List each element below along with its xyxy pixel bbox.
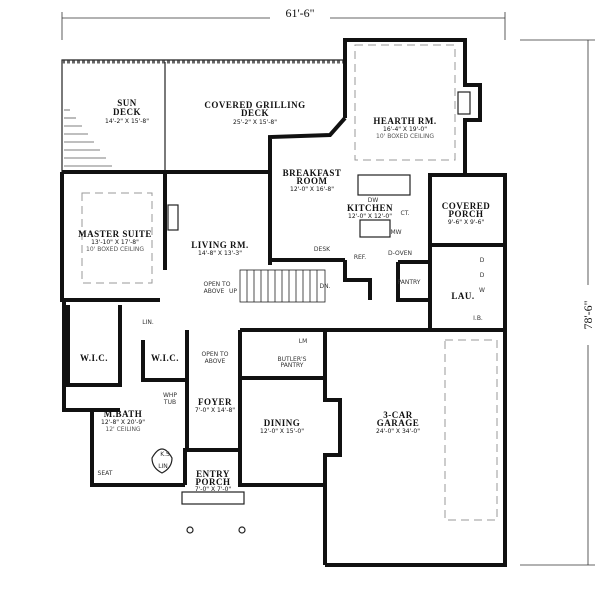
wic-2-name: W.I.C. <box>151 353 179 363</box>
fixture-labels: DESK REF. D-OVEN DW CT. MW OPEN TO ABOVE… <box>98 197 485 477</box>
open-above-2-label: OPEN TO <box>202 351 229 358</box>
ct-label: CT. <box>400 210 409 217</box>
column-icon-2 <box>238 526 246 534</box>
dryer-label-2: D <box>480 272 485 279</box>
sun-deck-name: SUN <box>117 98 137 108</box>
sun-deck-name-2: DECK <box>113 107 141 117</box>
grilling-deck-name-2: DECK <box>241 108 269 118</box>
linen-label-2: LIN <box>158 463 168 470</box>
living-room-dims: 14'-8" X 13'-3" <box>198 250 242 257</box>
desk-label: DESK <box>314 246 331 253</box>
master-suite-dims: 13'-10" X 17'-8" <box>91 239 139 246</box>
butler-pantry-label: BUTLER'S <box>278 356 307 363</box>
master-suite-ceiling: 10' BOXED CEILING <box>86 246 144 253</box>
up-label: UP <box>229 288 237 295</box>
room-labels: SUN DECK 14'-2" X 15'-8" COVERED GRILLIN… <box>78 98 490 493</box>
entry-porch-name: ENTRY <box>196 469 230 479</box>
living-room-name: LIVING RM. <box>191 240 249 250</box>
linen-label: LIN. <box>142 319 154 326</box>
dn-label: DN. <box>319 283 330 290</box>
covered-porch-dims: 9'-6" X 9'-6" <box>448 219 485 226</box>
ref-label: REF. <box>354 254 366 261</box>
fixtures <box>151 91 471 534</box>
covered-porch-name: COVERED <box>442 201 491 211</box>
hearth-room-ceiling: 10' BOXED CEILING <box>376 133 434 140</box>
whp-tub-label: WHP <box>163 392 177 399</box>
dining-name: DINING <box>264 418 301 428</box>
hearth-room-name: HEARTH RM. <box>373 116 436 126</box>
breakfast-name: BREAKFAST <box>283 168 342 178</box>
dw-label: DW <box>368 197 379 204</box>
dryer-label: D <box>480 257 485 264</box>
ks-label: K.S. <box>160 451 172 458</box>
open-above-2-label-2: ABOVE <box>205 358 226 365</box>
garage-name-2: GARAGE <box>377 418 420 428</box>
ib-label: I.B. <box>473 315 483 322</box>
garage-name: 3-CAR <box>383 410 413 420</box>
master-suite-name: MASTER SUITE <box>78 229 152 239</box>
foyer-name: FOYER <box>198 397 232 407</box>
entry-steps <box>181 491 245 505</box>
lm-label: LM <box>299 338 308 345</box>
staircase <box>239 269 326 303</box>
washer-label: W <box>479 287 485 294</box>
ceiling-outlines <box>81 44 498 521</box>
master-bath-ceiling: 12' CEILING <box>105 426 141 433</box>
walls <box>60 38 507 567</box>
grilling-deck-name: COVERED GRILLING <box>204 100 305 110</box>
kitchen-dims: 12'-0" X 12'-0" <box>348 213 392 220</box>
fireplace-icon <box>167 204 179 231</box>
hearth-room-dims: 16'-4" X 19'-0" <box>383 126 427 133</box>
butler-pantry-label-2: PANTRY <box>281 362 304 369</box>
overall-dimensions: 61'-6" 78'-6" <box>61 6 595 566</box>
laundry-name: LAU. <box>451 291 474 301</box>
whirlpool-tub-icon <box>151 448 173 474</box>
garage-dims: 24'-0" X 34'-0" <box>376 428 420 435</box>
open-above-1-label: OPEN TO <box>204 281 231 288</box>
master-bath-dims: 12'-8" X 20'-9" <box>101 419 145 426</box>
whp-tub-label-2: TUB <box>163 399 176 406</box>
entry-porch-dims: 7'-0" X 7'-0" <box>195 486 232 493</box>
kitchen-counter <box>357 174 411 196</box>
deck-stairs <box>64 109 112 167</box>
kitchen-name: KITCHEN <box>347 203 393 213</box>
overall-depth: 78'-6" <box>581 300 595 329</box>
kitchen-island <box>359 219 391 238</box>
wic-1-name: W.I.C. <box>80 353 108 363</box>
grilling-deck-dims: 25'-2" X 15'-8" <box>233 119 277 126</box>
mw-label: MW <box>390 229 401 236</box>
deck-outline <box>61 59 345 172</box>
foyer-dims: 7'-0" X 14'-8" <box>195 407 235 414</box>
entry-porch-name-2: PORCH <box>196 477 231 487</box>
overall-width: 61'-6" <box>285 6 314 20</box>
breakfast-dims: 12'-0" X 16'-8" <box>290 186 334 193</box>
dining-dims: 12'-0" X 15'-0" <box>260 428 304 435</box>
seat-label: SEAT <box>98 470 113 477</box>
open-above-1-label-2: ABOVE <box>204 288 225 295</box>
d-oven-label: D-OVEN <box>388 250 412 257</box>
master-bath-name: M.BATH <box>104 409 143 419</box>
pantry-name: PANTRY <box>398 279 421 286</box>
column-icon <box>186 526 194 534</box>
hearth-fireplace-icon <box>457 91 471 115</box>
covered-porch-name-2: PORCH <box>449 209 484 219</box>
sun-deck-dims: 14'-2" X 15'-8" <box>105 118 149 125</box>
breakfast-name-2: ROOM <box>297 176 328 186</box>
